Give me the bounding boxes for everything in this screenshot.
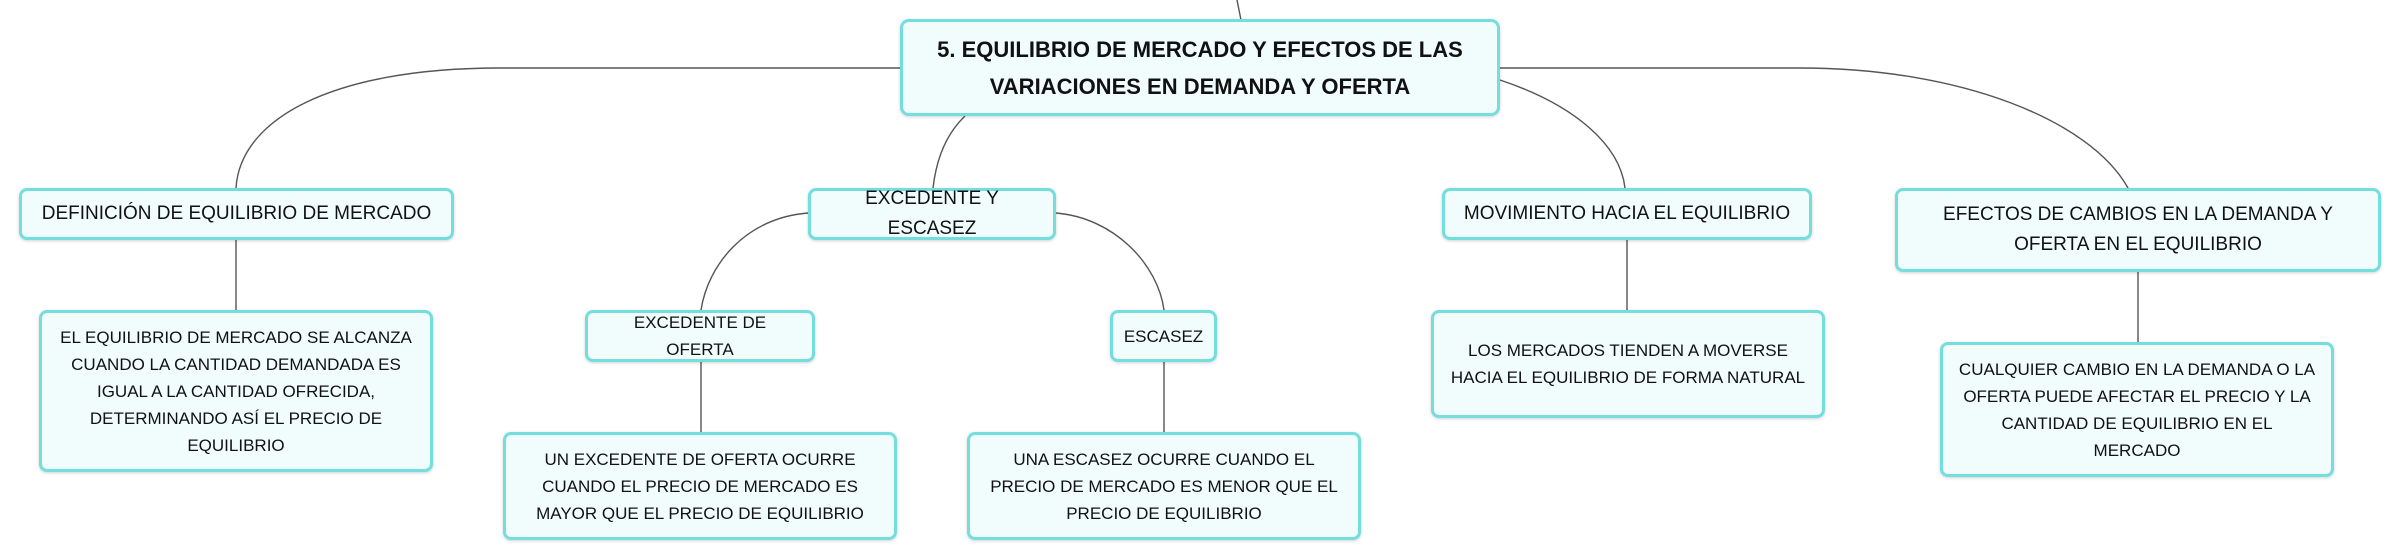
detail-efectos[interactable]: CUALQUIER CAMBIO EN LA DEMANDA O LA OFER… bbox=[1940, 342, 2334, 477]
link-excedente-escasez-to-excedente bbox=[700, 212, 809, 311]
detail-definicion[interactable]: EL EQUILIBRIO DE MERCADO SE ALCANZA CUAN… bbox=[39, 310, 433, 472]
subtopic-excedente-label: EXCEDENTE DE OFERTA bbox=[633, 313, 767, 359]
detail-excedente-text: UN EXCEDENTE DE OFERTA OCURRE CUANDO EL … bbox=[536, 449, 864, 523]
detail-escasez[interactable]: UNA ESCASEZ OCURRE CUANDO EL PRECIO DE M… bbox=[967, 432, 1361, 540]
link-root-to-excedente-escasez bbox=[932, 115, 966, 189]
subtopic-escasez[interactable]: ESCASEZ bbox=[1110, 310, 1217, 362]
link-root-to-efectos bbox=[1500, 67, 2129, 189]
detail-movimiento-text: LOS MERCADOS TIENDEN A MOVERSE HACIA EL … bbox=[1450, 341, 1806, 387]
link-excedente-escasez-to-escasez bbox=[1055, 212, 1165, 311]
link-parent-to-root bbox=[1236, 0, 1242, 21]
topic-efectos-label: EFECTOS DE CAMBIOS EN LA DEMANDA Y OFERT… bbox=[1943, 204, 2333, 255]
root-topic[interactable]: 5. EQUILIBRIO DE MERCADO Y EFECTOS DE LA… bbox=[900, 19, 1500, 116]
detail-escasez-text: UNA ESCASEZ OCURRE CUANDO EL PRECIO DE M… bbox=[990, 449, 1338, 523]
topic-excedente-escasez[interactable]: EXCEDENTE Y ESCASEZ bbox=[808, 188, 1056, 240]
topic-efectos-cambios[interactable]: EFECTOS DE CAMBIOS EN LA DEMANDA Y OFERT… bbox=[1895, 188, 2381, 272]
topic-movimiento-label: MOVIMIENTO HACIA EL EQUILIBRIO bbox=[1463, 203, 1791, 224]
subtopic-escasez-label: ESCASEZ bbox=[1123, 326, 1204, 346]
topic-definicion-label: DEFINICIÓN DE EQUILIBRIO DE MERCADO bbox=[41, 203, 432, 224]
detail-definicion-text: EL EQUILIBRIO DE MERCADO SE ALCANZA CUAN… bbox=[60, 327, 412, 455]
detail-efectos-text: CUALQUIER CAMBIO EN LA DEMANDA O LA OFER… bbox=[1958, 359, 2316, 460]
topic-definicion-equilibrio[interactable]: DEFINICIÓN DE EQUILIBRIO DE MERCADO bbox=[19, 188, 454, 240]
topic-movimiento-equilibrio[interactable]: MOVIMIENTO HACIA EL EQUILIBRIO bbox=[1442, 188, 1812, 240]
subtopic-excedente-oferta[interactable]: EXCEDENTE DE OFERTA bbox=[585, 310, 815, 362]
detail-movimiento[interactable]: LOS MERCADOS TIENDEN A MOVERSE HACIA EL … bbox=[1431, 310, 1825, 418]
link-root-to-definicion bbox=[235, 67, 900, 189]
link-root-to-movimiento bbox=[1499, 79, 1626, 189]
root-topic-label: 5. EQUILIBRIO DE MERCADO Y EFECTOS DE LA… bbox=[937, 36, 1463, 99]
detail-excedente-oferta[interactable]: UN EXCEDENTE DE OFERTA OCURRE CUANDO EL … bbox=[503, 432, 897, 540]
topic-excedente-escasez-label: EXCEDENTE Y ESCASEZ bbox=[865, 188, 999, 239]
